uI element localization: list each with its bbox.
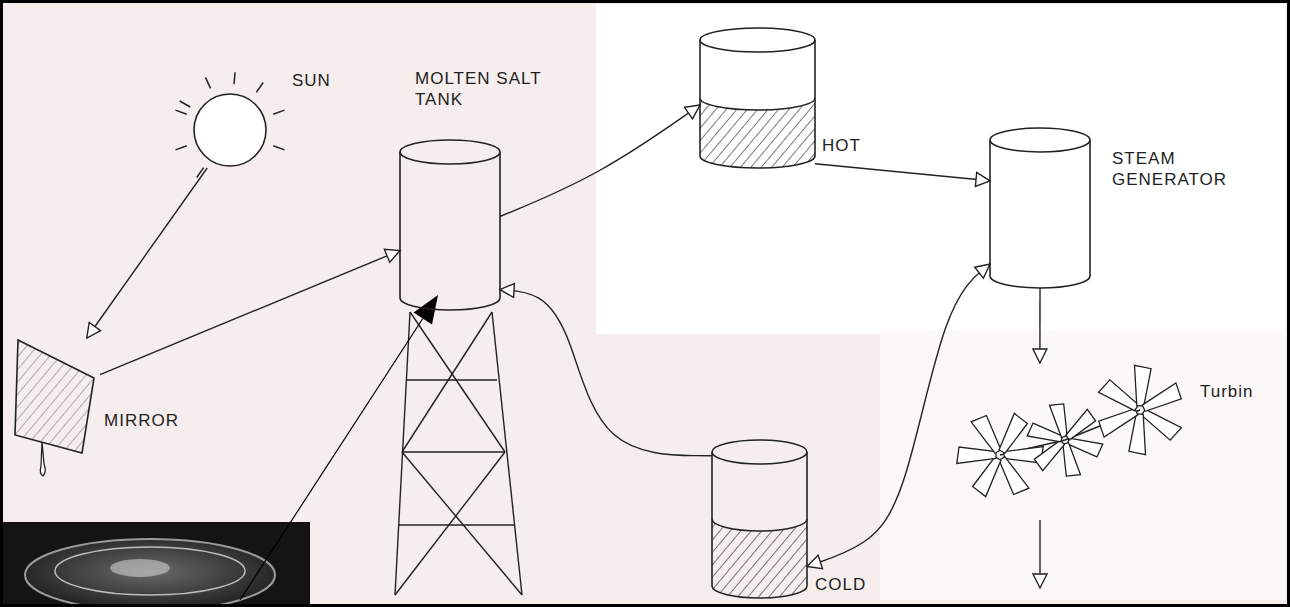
- paper-patch: [596, 4, 1286, 334]
- flow-connector: [807, 264, 990, 569]
- flow-connector: [87, 168, 207, 338]
- arrow-head: [1033, 349, 1047, 363]
- flow-connector: [500, 284, 712, 456]
- arrow-head: [685, 105, 701, 119]
- flow-connector: [815, 164, 990, 187]
- cyl-outline: [400, 140, 500, 310]
- node-label: HOT: [822, 135, 882, 156]
- flow-connector: [100, 249, 400, 374]
- arrow-head: [87, 323, 101, 339]
- flow-connector: [500, 105, 700, 217]
- connector-line: [87, 168, 207, 338]
- molten-salt-tank: MOLTEN SALT TANK: [400, 140, 500, 310]
- sun-node: SUN: [192, 92, 268, 168]
- steam-generator: STEAM GENERATOR: [990, 128, 1090, 288]
- mirror-node: MIRROR: [12, 338, 100, 460]
- mirror-outline: [12, 338, 100, 460]
- photo-leader-line: [240, 295, 438, 600]
- turbine: Turbin: [955, 363, 1187, 503]
- connector-line: [100, 251, 400, 375]
- arrow-head: [807, 555, 823, 568]
- node-label: MIRROR: [104, 410, 199, 431]
- sun-outline: [192, 92, 268, 168]
- node-label: Turbin: [1200, 381, 1280, 402]
- hot-tank: HOT: [700, 28, 815, 168]
- node-label: MOLTEN SALT TANK: [415, 68, 565, 110]
- arrow-head: [975, 264, 990, 278]
- turbine-outline: [955, 363, 1187, 503]
- cold-tank: COLD: [712, 440, 807, 598]
- flow-connector: [1033, 288, 1047, 363]
- node-label: COLD: [815, 574, 885, 595]
- cyl-outline: [712, 440, 807, 598]
- connector-line: [500, 105, 700, 217]
- connector-line: [815, 164, 990, 181]
- paper-patch: [880, 330, 1286, 600]
- arrow-head: [384, 249, 400, 262]
- connector-line: [500, 290, 712, 456]
- output-arrow: [1033, 520, 1047, 588]
- node-label: STEAM GENERATOR: [1112, 148, 1247, 190]
- cyl-outline: [990, 128, 1090, 288]
- arrow-head: [975, 173, 990, 187]
- arrow-head: [500, 284, 514, 298]
- cyl-outline: [700, 28, 815, 168]
- connector-line: [807, 264, 990, 566]
- node-label: SUN: [292, 70, 352, 91]
- tower-lattice: [395, 312, 522, 595]
